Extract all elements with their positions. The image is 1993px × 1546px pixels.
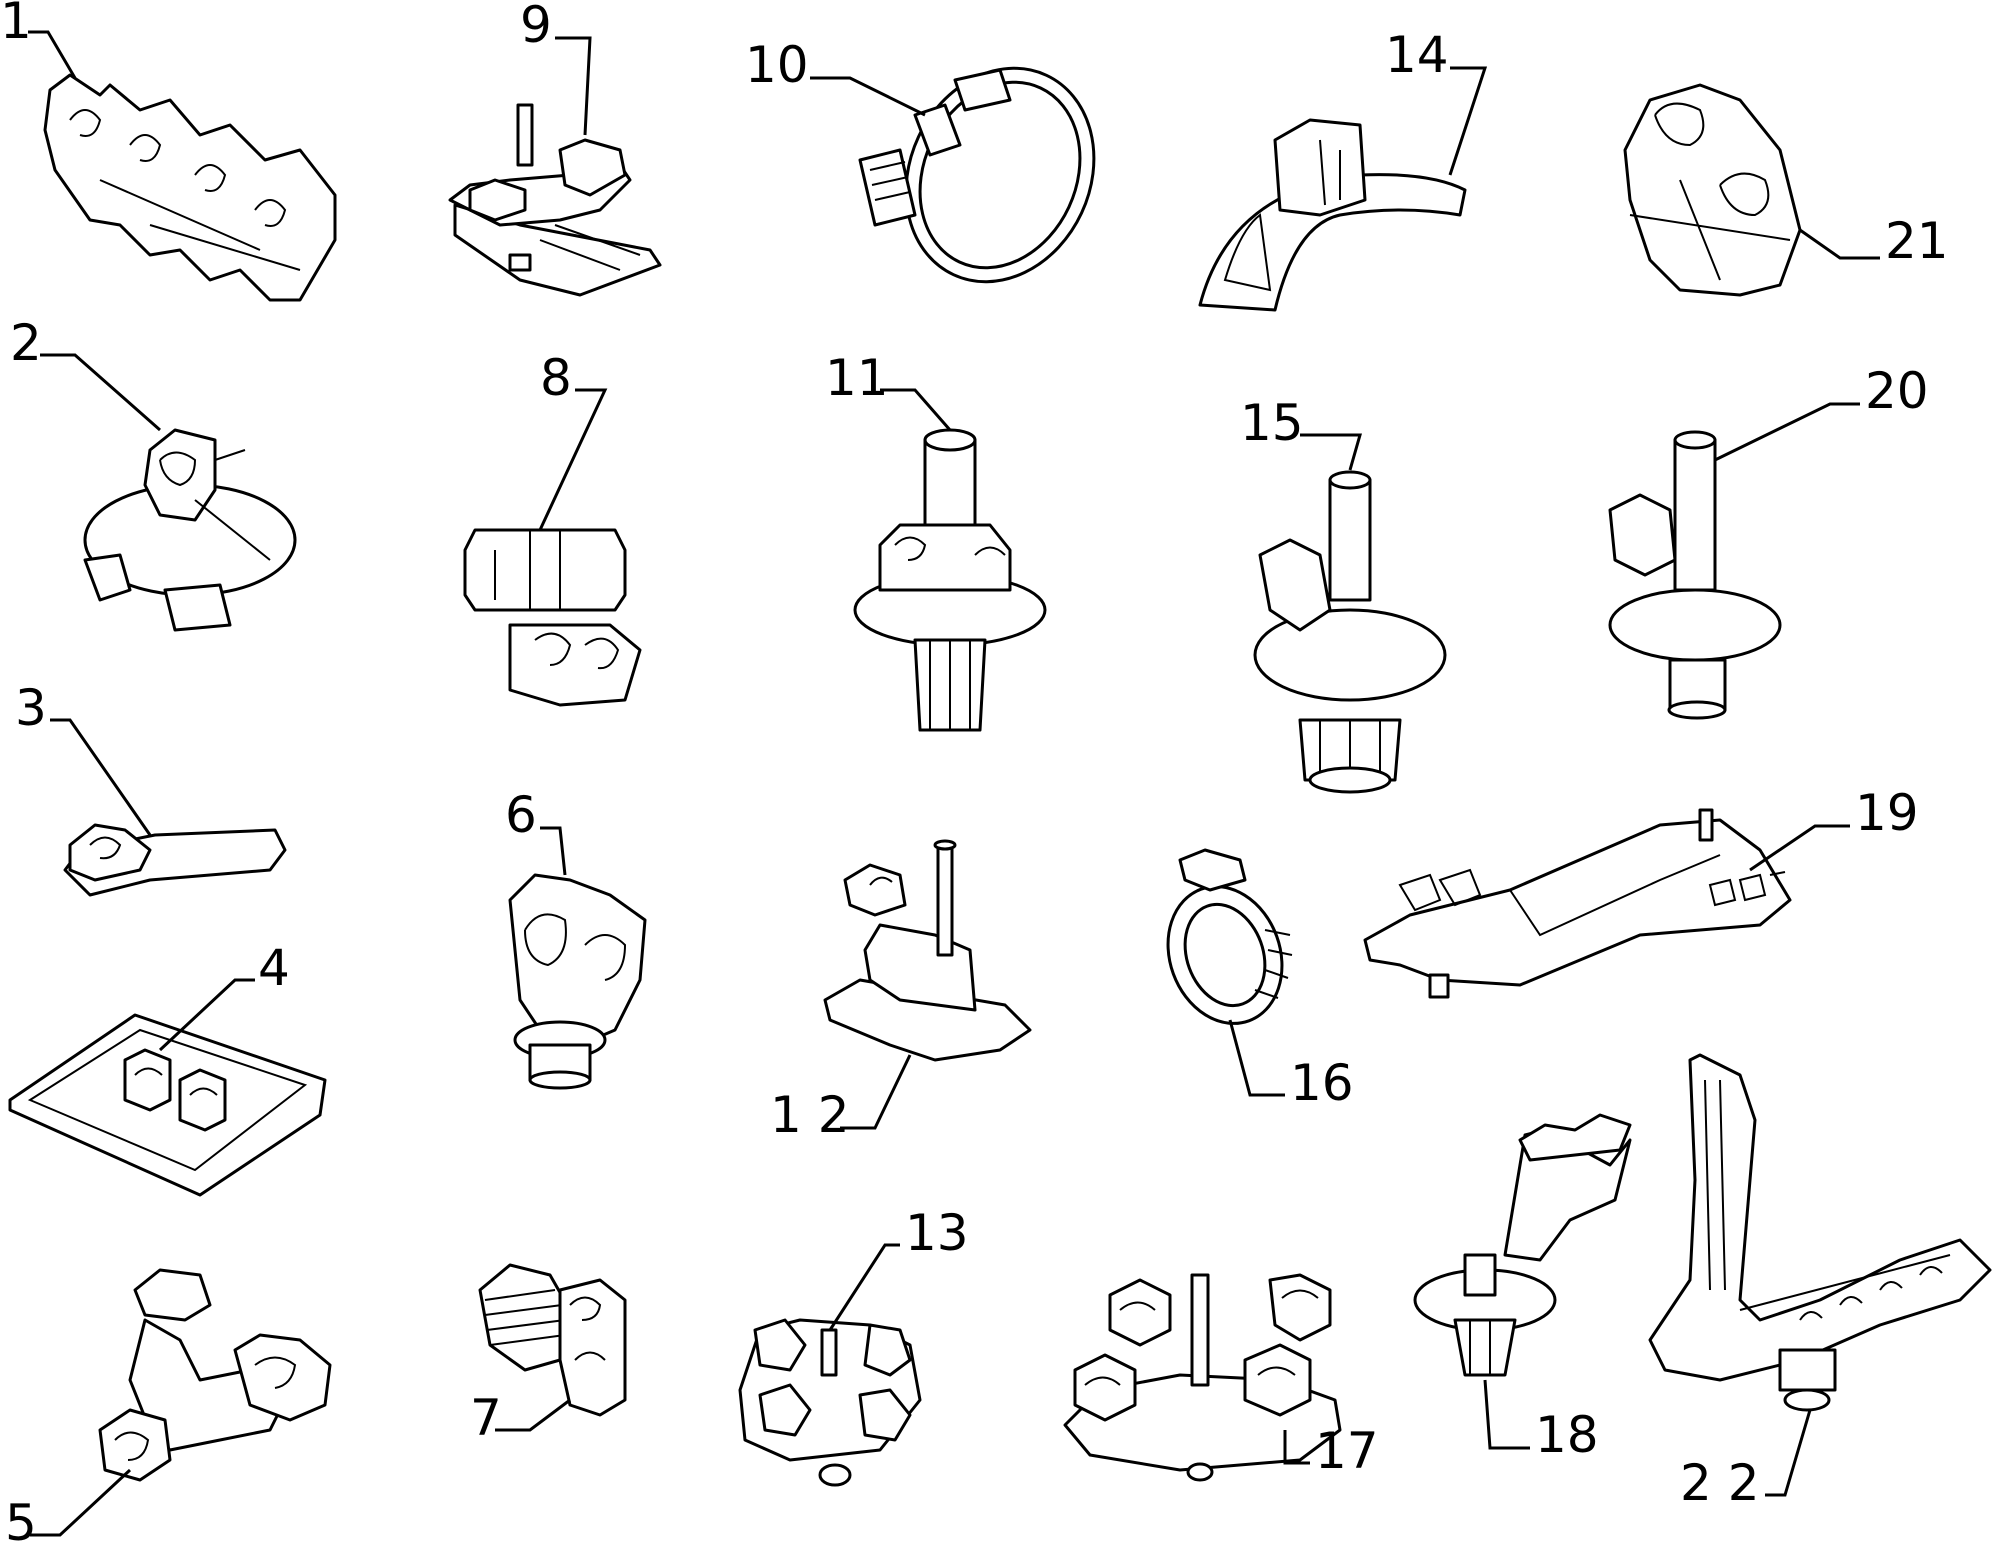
callout-18: 18 [1535, 1406, 1599, 1464]
leader-21 [1799, 228, 1880, 260]
callout-20: 20 [1865, 362, 1929, 420]
part-21-double-clip [1623, 83, 1802, 297]
part-8-stacked-clip [463, 528, 642, 707]
part-3-wedge-clip [63, 823, 287, 897]
part-12-slide-base-pin [823, 839, 1032, 1062]
leader-6 [540, 826, 567, 876]
part-11-push-pin-clip [853, 428, 1047, 732]
part-17-octagon-multi-clip [1063, 1273, 1342, 1482]
callout-9: 9 [520, 0, 552, 54]
callout-19: 19 [1855, 784, 1919, 842]
callout-12: 1 2 [770, 1086, 850, 1144]
callout-2: 2 [10, 314, 42, 372]
part-5-clip-cluster [98, 1268, 332, 1482]
part-7-threaded-clip [478, 1263, 627, 1417]
callout-3: 3 [15, 679, 47, 737]
callout-17: 17 [1315, 1422, 1379, 1480]
leader-7 [495, 1398, 571, 1432]
part-14-arched-clip [1198, 118, 1467, 312]
part-6-double-loop-clip [508, 873, 647, 1090]
leader-22 [1765, 1409, 1812, 1497]
callout-5: 5 [5, 1494, 37, 1546]
callout-16: 16 [1290, 1054, 1354, 1112]
callout-14: 14 [1385, 26, 1449, 84]
part-18-branch-arm-pin [1413, 1113, 1632, 1377]
part-4-tray-clips [8, 1013, 327, 1197]
callout-6: 6 [505, 786, 537, 844]
leader-12 [840, 1054, 912, 1130]
callout-11: 11 [825, 349, 889, 407]
callout-8: 8 [540, 349, 572, 407]
leader-11 [880, 388, 952, 431]
part-22-l-bracket-clips [1648, 1053, 1992, 1412]
callout-1: 1 [0, 0, 32, 50]
callout-10: 10 [745, 36, 809, 94]
leader-10 [810, 76, 926, 117]
leader-15 [1300, 433, 1362, 471]
leader-14 [1448, 66, 1488, 176]
leader-9 [555, 36, 592, 136]
part-2-disc-clip [83, 428, 297, 632]
part-20-push-pin-small-clip [1608, 430, 1782, 720]
leader-18 [1483, 1379, 1530, 1450]
part-13-star-clip-hub [738, 1318, 922, 1487]
part-9-pin-clip [448, 103, 662, 297]
leader-4 [158, 978, 255, 1052]
callout-22: 2 2 [1680, 1454, 1760, 1512]
part-15-push-pin-side-clip [1253, 470, 1447, 794]
callout-21: 21 [1885, 212, 1949, 270]
leader-16 [1228, 1019, 1285, 1097]
callout-4: 4 [258, 939, 290, 997]
part-16-worm-clamp [1166, 848, 1293, 1025]
leader-8 [538, 388, 608, 531]
callout-7: 7 [470, 1389, 502, 1447]
callout-13: 13 [905, 1204, 969, 1262]
leader-1 [28, 30, 77, 79]
part-10-band-clamp [858, 66, 1096, 284]
part-1-multi-clip-strip [43, 73, 337, 302]
leader-17 [1283, 1430, 1310, 1465]
callout-15: 15 [1240, 394, 1304, 452]
leader-20 [1714, 402, 1860, 462]
leader-2 [40, 353, 161, 432]
leader-19 [1749, 824, 1850, 872]
leader-5 [30, 1468, 132, 1537]
leader-13 [828, 1243, 900, 1331]
part-19-long-plate-clips [1363, 808, 1792, 999]
leader-3 [50, 718, 152, 836]
